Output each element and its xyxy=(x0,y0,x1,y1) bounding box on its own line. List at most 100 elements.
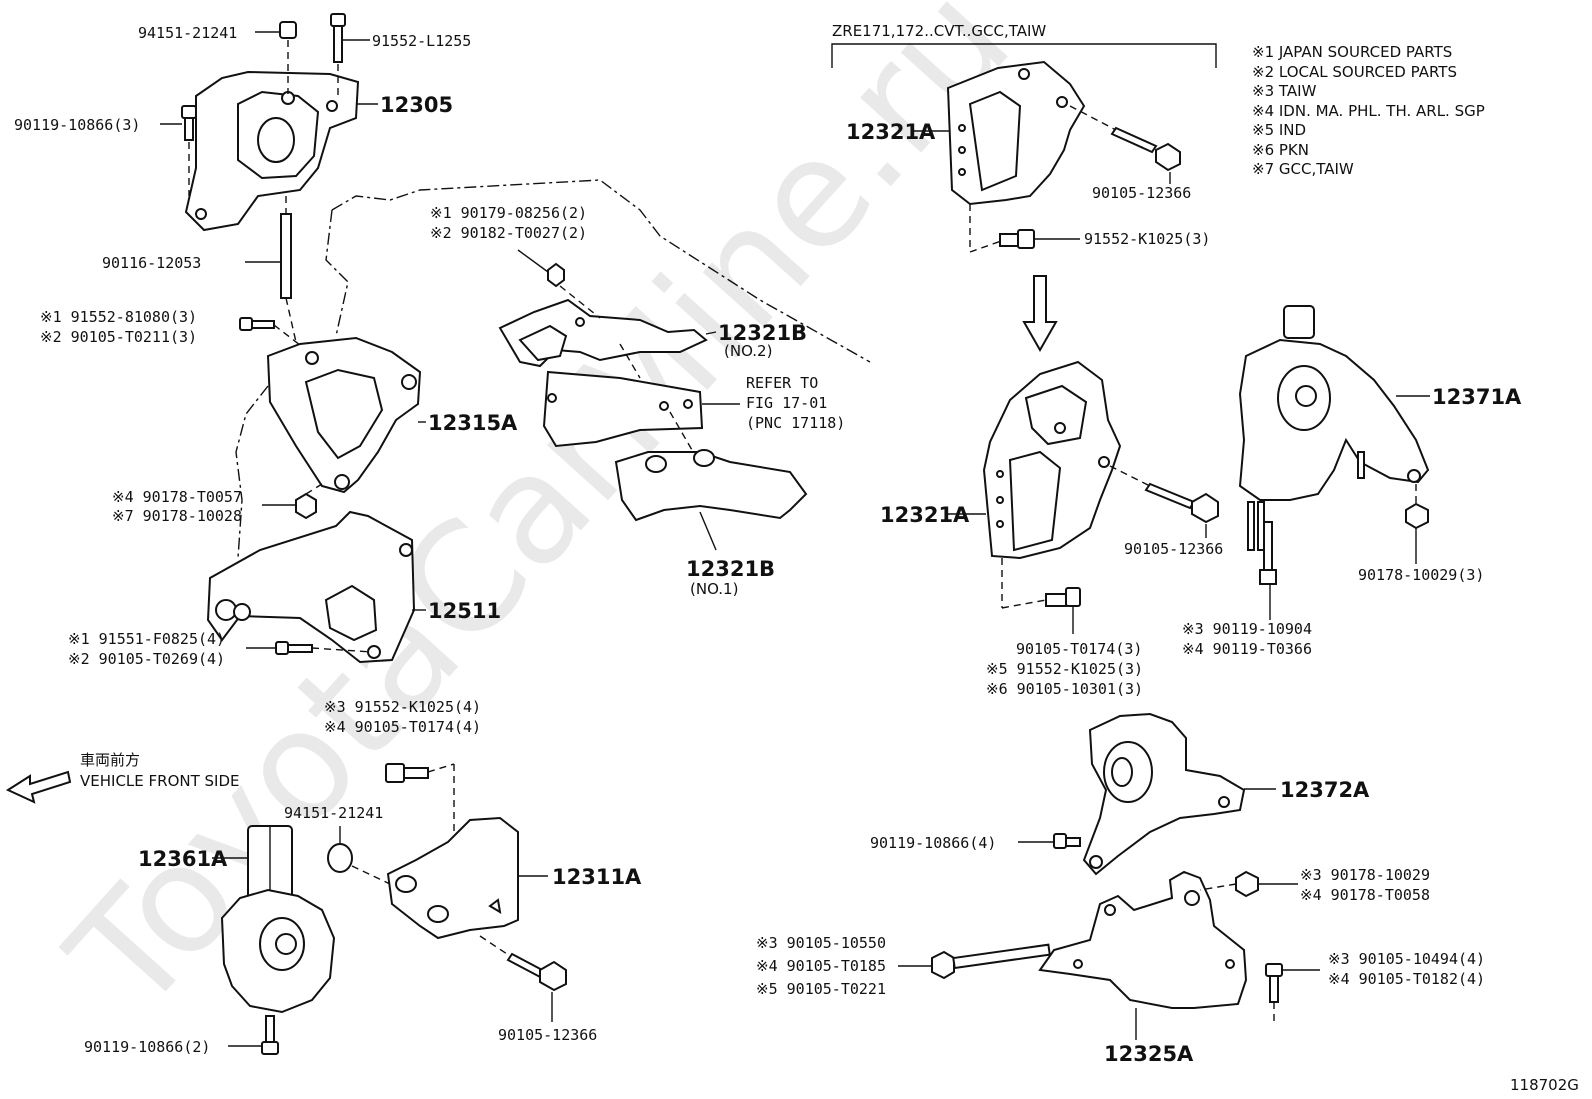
bracket-12321B-no1 xyxy=(614,449,808,551)
variant-header-bracket xyxy=(831,43,1217,68)
note-3: ※3 TAIW xyxy=(1252,82,1317,100)
part-12305: 12305 xyxy=(380,93,453,117)
bracket-12321A-mid xyxy=(982,360,1122,560)
part-12361A: 12361A xyxy=(138,847,228,871)
callout-90178-T0057: ※4 90178-T0057 xyxy=(112,488,242,506)
part-12321B-no2-tag: (NO.2) xyxy=(724,342,772,360)
part-12311A: 12311A xyxy=(552,865,642,889)
callout-90179-08256: ※1 90179-08256(2) xyxy=(430,204,587,222)
figure-code: 118702G xyxy=(1510,1076,1579,1094)
callout-90178-10028: ※7 90178-10028 xyxy=(112,507,242,525)
variant-header: ZRE171,172..CVT..GCC,TAIW xyxy=(832,22,1046,40)
callout-90105-12366-mid: 90105-12366 xyxy=(1124,540,1223,558)
mount-12371A xyxy=(1238,305,1430,551)
stud-90116-12053 xyxy=(245,196,297,343)
part-12371A: 12371A xyxy=(1432,385,1522,409)
nut-90178-10029-3 xyxy=(1405,484,1429,564)
note-1: ※1 JAPAN SOURCED PARTS xyxy=(1252,43,1452,61)
engine-mount-12305 xyxy=(184,70,360,232)
bracket-12311A xyxy=(386,816,519,940)
nut-94151-bottom xyxy=(327,826,391,885)
bolt-90105-12366-mid xyxy=(1109,465,1219,538)
part-12321A-top: 12321A xyxy=(846,120,936,144)
callout-90105-T0185: ※4 90105-T0185 xyxy=(756,957,886,975)
bolt-90105-12366-top xyxy=(1069,105,1181,184)
callout-91551-F0825: ※1 91551-F0825(4) xyxy=(68,630,225,648)
bracket-12321A-top xyxy=(946,60,1086,206)
front-side-jp: 車両前方 xyxy=(80,751,140,769)
bolt-91552-K1025-4 xyxy=(385,763,455,832)
bolt-90119-10866-4 xyxy=(1018,833,1081,849)
callout-90116-12053: 90116-12053 xyxy=(102,254,201,272)
callout-90119-T0366: ※4 90119-T0366 xyxy=(1182,640,1312,658)
callout-90119-10866-3: 90119-10866(3) xyxy=(14,116,140,134)
notes-list: ※1 JAPAN SOURCED PARTS ※2 LOCAL SOURCED … xyxy=(1252,43,1485,178)
callout-91552-81080: ※1 91552-81080(3) xyxy=(40,308,197,326)
callout-90119-10904: ※3 90119-10904 xyxy=(1182,620,1312,638)
note-6: ※6 PKN xyxy=(1252,141,1309,159)
bolt-91552-81080 xyxy=(239,317,301,346)
note-5: ※5 IND xyxy=(1252,121,1306,139)
bolt-90105-T0174-3 xyxy=(1045,587,1081,634)
callout-90105-T0211: ※2 90105-T0211(3) xyxy=(40,328,197,346)
refer-line-1: REFER TO xyxy=(746,374,818,392)
bolt-91552-K1025-top xyxy=(999,229,1080,249)
callout-90119-10866-2: 90119-10866(2) xyxy=(84,1038,210,1056)
note-4: ※4 IDN. MA. PHL. TH. ARL. SGP xyxy=(1252,102,1485,120)
note-2: ※2 LOCAL SOURCED PARTS xyxy=(1252,63,1457,81)
callout-90105-T0182: ※4 90105-T0182(4) xyxy=(1328,970,1485,988)
callout-90105-T0174-3: 90105-T0174(3) xyxy=(1016,640,1142,658)
callout-90105-10550: ※3 90105-10550 xyxy=(756,934,886,952)
callout-94151-21241-bottom: 94151-21241 xyxy=(284,804,383,822)
refer-line-2: FIG 17-01 xyxy=(746,394,827,412)
nut-90178-10029 xyxy=(1199,870,1298,898)
bracket-12321B-no2 xyxy=(498,298,708,368)
bolt-90119-10866-2 xyxy=(228,1015,279,1055)
bracket-12325A xyxy=(1038,870,1248,1040)
callout-90105-T0221: ※5 90105-T0221 xyxy=(756,980,886,998)
nut-90179-08256 xyxy=(517,249,601,319)
arrow-down xyxy=(1022,275,1058,353)
callout-90105-T0269: ※2 90105-T0269(4) xyxy=(68,650,225,668)
callout-91552-K1025-3: 91552-K1025(3) xyxy=(1084,230,1210,248)
callout-90178-10029-3: 90178-10029(3) xyxy=(1358,566,1484,584)
bolt-90105-12366-bottom xyxy=(479,935,567,1022)
part-12511: 12511 xyxy=(428,599,501,623)
callout-90178-10029: ※3 90178-10029 xyxy=(1300,866,1430,884)
bolt-90119-10866-3 xyxy=(160,105,197,196)
assembly-boundary xyxy=(331,179,871,363)
callout-90119-10866-4: 90119-10866(4) xyxy=(870,834,996,852)
callout-90105-T0174-4: ※4 90105-T0174(4) xyxy=(324,718,481,736)
mount-12361A xyxy=(220,825,336,1014)
callout-90105-12366-bottom: 90105-12366 xyxy=(498,1026,597,1044)
part-12325A: 12325A xyxy=(1104,1042,1194,1066)
stud-90119-10904 xyxy=(1259,521,1277,620)
part-12321A-mid: 12321A xyxy=(880,503,970,527)
callout-90178-T0058: ※4 90178-T0058 xyxy=(1300,886,1430,904)
mount-12372A xyxy=(1082,712,1246,876)
bracket-plate-middle xyxy=(542,370,740,448)
vehicle-front-arrow xyxy=(5,770,72,804)
callout-91552-K1025-3b: ※5 91552-K1025(3) xyxy=(986,660,1143,678)
bracket-12511 xyxy=(206,510,416,664)
callout-94151-21241-top: 94151-21241 xyxy=(138,24,237,42)
callout-90105-10301: ※6 90105-10301(3) xyxy=(986,680,1143,698)
part-12321B-no1: 12321B xyxy=(686,557,775,581)
callout-90105-10494: ※3 90105-10494(4) xyxy=(1328,950,1485,968)
refer-line-3: (PNC 17118) xyxy=(746,414,845,432)
note-7: ※7 GCC,TAIW xyxy=(1252,160,1354,178)
part-12315A: 12315A xyxy=(428,411,518,435)
part-12321B-no1-tag: (NO.1) xyxy=(690,580,738,598)
part-12372A: 12372A xyxy=(1280,778,1370,802)
callout-91552-L1255: 91552-L1255 xyxy=(372,32,471,50)
bracket-12315A xyxy=(266,336,422,494)
bolt-91551-F0825 xyxy=(246,641,373,655)
callout-91552-K1025-4: ※3 91552-K1025(4) xyxy=(324,698,481,716)
callout-90182-T0027: ※2 90182-T0027(2) xyxy=(430,224,587,242)
bolt-90105-10494 xyxy=(1265,963,1320,1022)
nut-90178-T0057 xyxy=(262,483,323,520)
bolt-91552-L1255 xyxy=(330,13,370,96)
bolt-94151-top xyxy=(255,21,297,94)
